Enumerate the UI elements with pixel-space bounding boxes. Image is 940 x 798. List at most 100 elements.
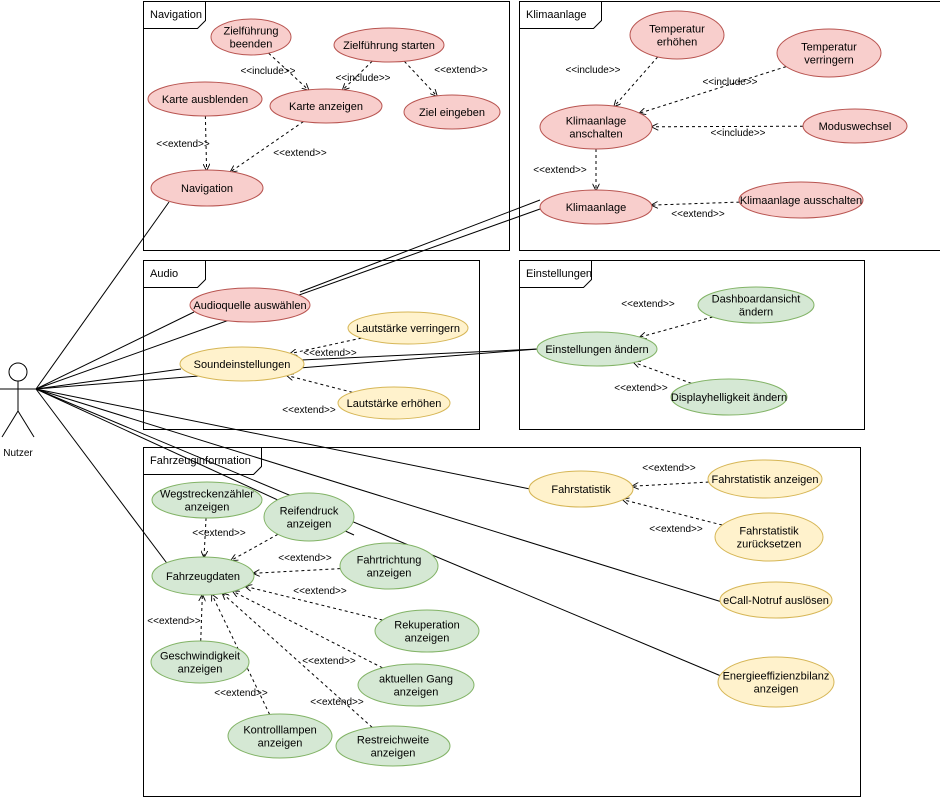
- use-case-label: anschalten: [569, 129, 622, 141]
- use-case-ellipse[interactable]: [357, 663, 475, 707]
- dependency-label: <<extend>>: [671, 209, 725, 220]
- use-case-se[interactable]: Soundeinstellungen: [179, 346, 305, 382]
- dependency-label: <<extend>>: [533, 165, 587, 176]
- use-case-ellipse[interactable]: [629, 10, 725, 60]
- use-case-label: aktuellen Gang: [379, 674, 453, 686]
- use-case-kz[interactable]: Karte anzeigen: [269, 88, 383, 124]
- use-case-ellipse[interactable]: [707, 459, 823, 499]
- use-case-ellipse[interactable]: [150, 640, 250, 684]
- dependency-label: <<include>>: [565, 65, 620, 76]
- use-case-ellipse[interactable]: [714, 512, 824, 562]
- use-case-fsa[interactable]: Fahrstatistik anzeigen: [707, 459, 823, 499]
- actor-nutzer[interactable]: Nutzer: [0, 362, 36, 459]
- use-case-ellipse[interactable]: [335, 725, 451, 767]
- dependency-fsz-fs: [623, 500, 723, 526]
- use-case-label: Karte ausblenden: [162, 94, 248, 106]
- dependency-dh-ea: [634, 362, 692, 384]
- use-case-ellipse[interactable]: [528, 470, 634, 508]
- use-case-ellipse[interactable]: [738, 181, 864, 219]
- package-tab: [143, 1, 206, 29]
- use-case-ellipse[interactable]: [151, 481, 263, 519]
- use-case-mw[interactable]: Moduswechsel: [802, 108, 908, 144]
- use-case-ellipse[interactable]: [802, 108, 908, 144]
- actor-leg-left: [1, 410, 19, 438]
- use-case-label: Klimaanlage ausschalten: [740, 195, 862, 207]
- dependency-label: <<extend>>: [273, 148, 327, 159]
- use-case-label: Karte anzeigen: [289, 101, 363, 113]
- use-case-ellipse[interactable]: [374, 609, 480, 653]
- use-case-label: anzeigen: [405, 633, 450, 645]
- package-title: Klimaanlage: [526, 9, 587, 21]
- use-case-ellipse[interactable]: [333, 27, 445, 63]
- use-case-ellipse[interactable]: [147, 81, 263, 117]
- use-case-label: Temperatur: [801, 42, 857, 54]
- use-case-ellipse[interactable]: [670, 378, 788, 416]
- use-case-ea[interactable]: Einstellungen ändern: [536, 331, 658, 367]
- use-case-ellipse[interactable]: [269, 88, 383, 124]
- dependency-mw-kan: [652, 126, 804, 127]
- dependency-ag-fd: [233, 591, 383, 669]
- use-case-ellipse[interactable]: [151, 556, 255, 596]
- use-case-nv[interactable]: Navigation: [150, 169, 264, 207]
- use-case-ellipse[interactable]: [697, 286, 815, 324]
- use-case-ze[interactable]: Ziel eingeben: [403, 94, 501, 130]
- use-case-ellipse[interactable]: [337, 386, 451, 420]
- dependency-da-ea: [640, 316, 713, 337]
- dependency-label: <<extend>>: [147, 616, 201, 627]
- association-fd: [35, 388, 170, 567]
- use-case-ellipse[interactable]: [339, 542, 439, 590]
- use-case-ellipse[interactable]: [536, 331, 658, 367]
- use-case-kl[interactable]: Klimaanlage: [539, 189, 653, 225]
- use-case-ec[interactable]: eCall-Notruf auslösen: [719, 581, 833, 619]
- use-case-dh[interactable]: Displayhelligkeit ändern: [670, 378, 788, 416]
- use-case-le[interactable]: Lautstärke erhöhen: [337, 386, 451, 420]
- use-case-ellipse[interactable]: [179, 346, 305, 382]
- use-case-ellipse[interactable]: [717, 656, 835, 708]
- use-case-fs[interactable]: Fahrstatistik: [528, 470, 634, 508]
- use-case-ellipse[interactable]: [227, 713, 333, 759]
- use-case-ellipse[interactable]: [347, 311, 469, 345]
- use-case-ellipse[interactable]: [150, 169, 264, 207]
- use-case-label: Fahrstatistik: [739, 526, 799, 538]
- use-case-ellipse[interactable]: [403, 94, 501, 130]
- dependency-te-kan: [614, 56, 659, 106]
- use-case-label: Rekuperation: [394, 620, 459, 632]
- use-case-label: verringern: [804, 55, 854, 67]
- association-se-ea: [300, 348, 539, 361]
- association-nv: [35, 201, 170, 390]
- dependency-zs-kz: [343, 60, 373, 90]
- use-case-ellipse[interactable]: [210, 18, 292, 56]
- dependency-wz-fd: [204, 517, 206, 557]
- use-case-fd[interactable]: Fahrzeugdaten: [151, 556, 255, 596]
- use-case-ellipse[interactable]: [776, 28, 882, 78]
- use-case-kaus[interactable]: Klimaanlage ausschalten: [738, 181, 864, 219]
- use-case-label: anzeigen: [754, 684, 799, 696]
- use-case-aq[interactable]: Audioquelle auswählen: [189, 287, 311, 323]
- actor-label: Nutzer: [3, 448, 33, 459]
- use-case-ellipse[interactable]: [719, 581, 833, 619]
- use-case-ellipse[interactable]: [189, 287, 311, 323]
- use-case-ellipse[interactable]: [539, 189, 653, 225]
- use-case-lv[interactable]: Lautstärke verringern: [347, 311, 469, 345]
- use-case-label: anzeigen: [367, 568, 412, 580]
- use-case-ellipse[interactable]: [263, 492, 355, 542]
- use-case-ka[interactable]: Karte ausblenden: [147, 81, 263, 117]
- use-case-zs[interactable]: Zielführung starten: [333, 27, 445, 63]
- use-case-ellipse[interactable]: [539, 104, 653, 150]
